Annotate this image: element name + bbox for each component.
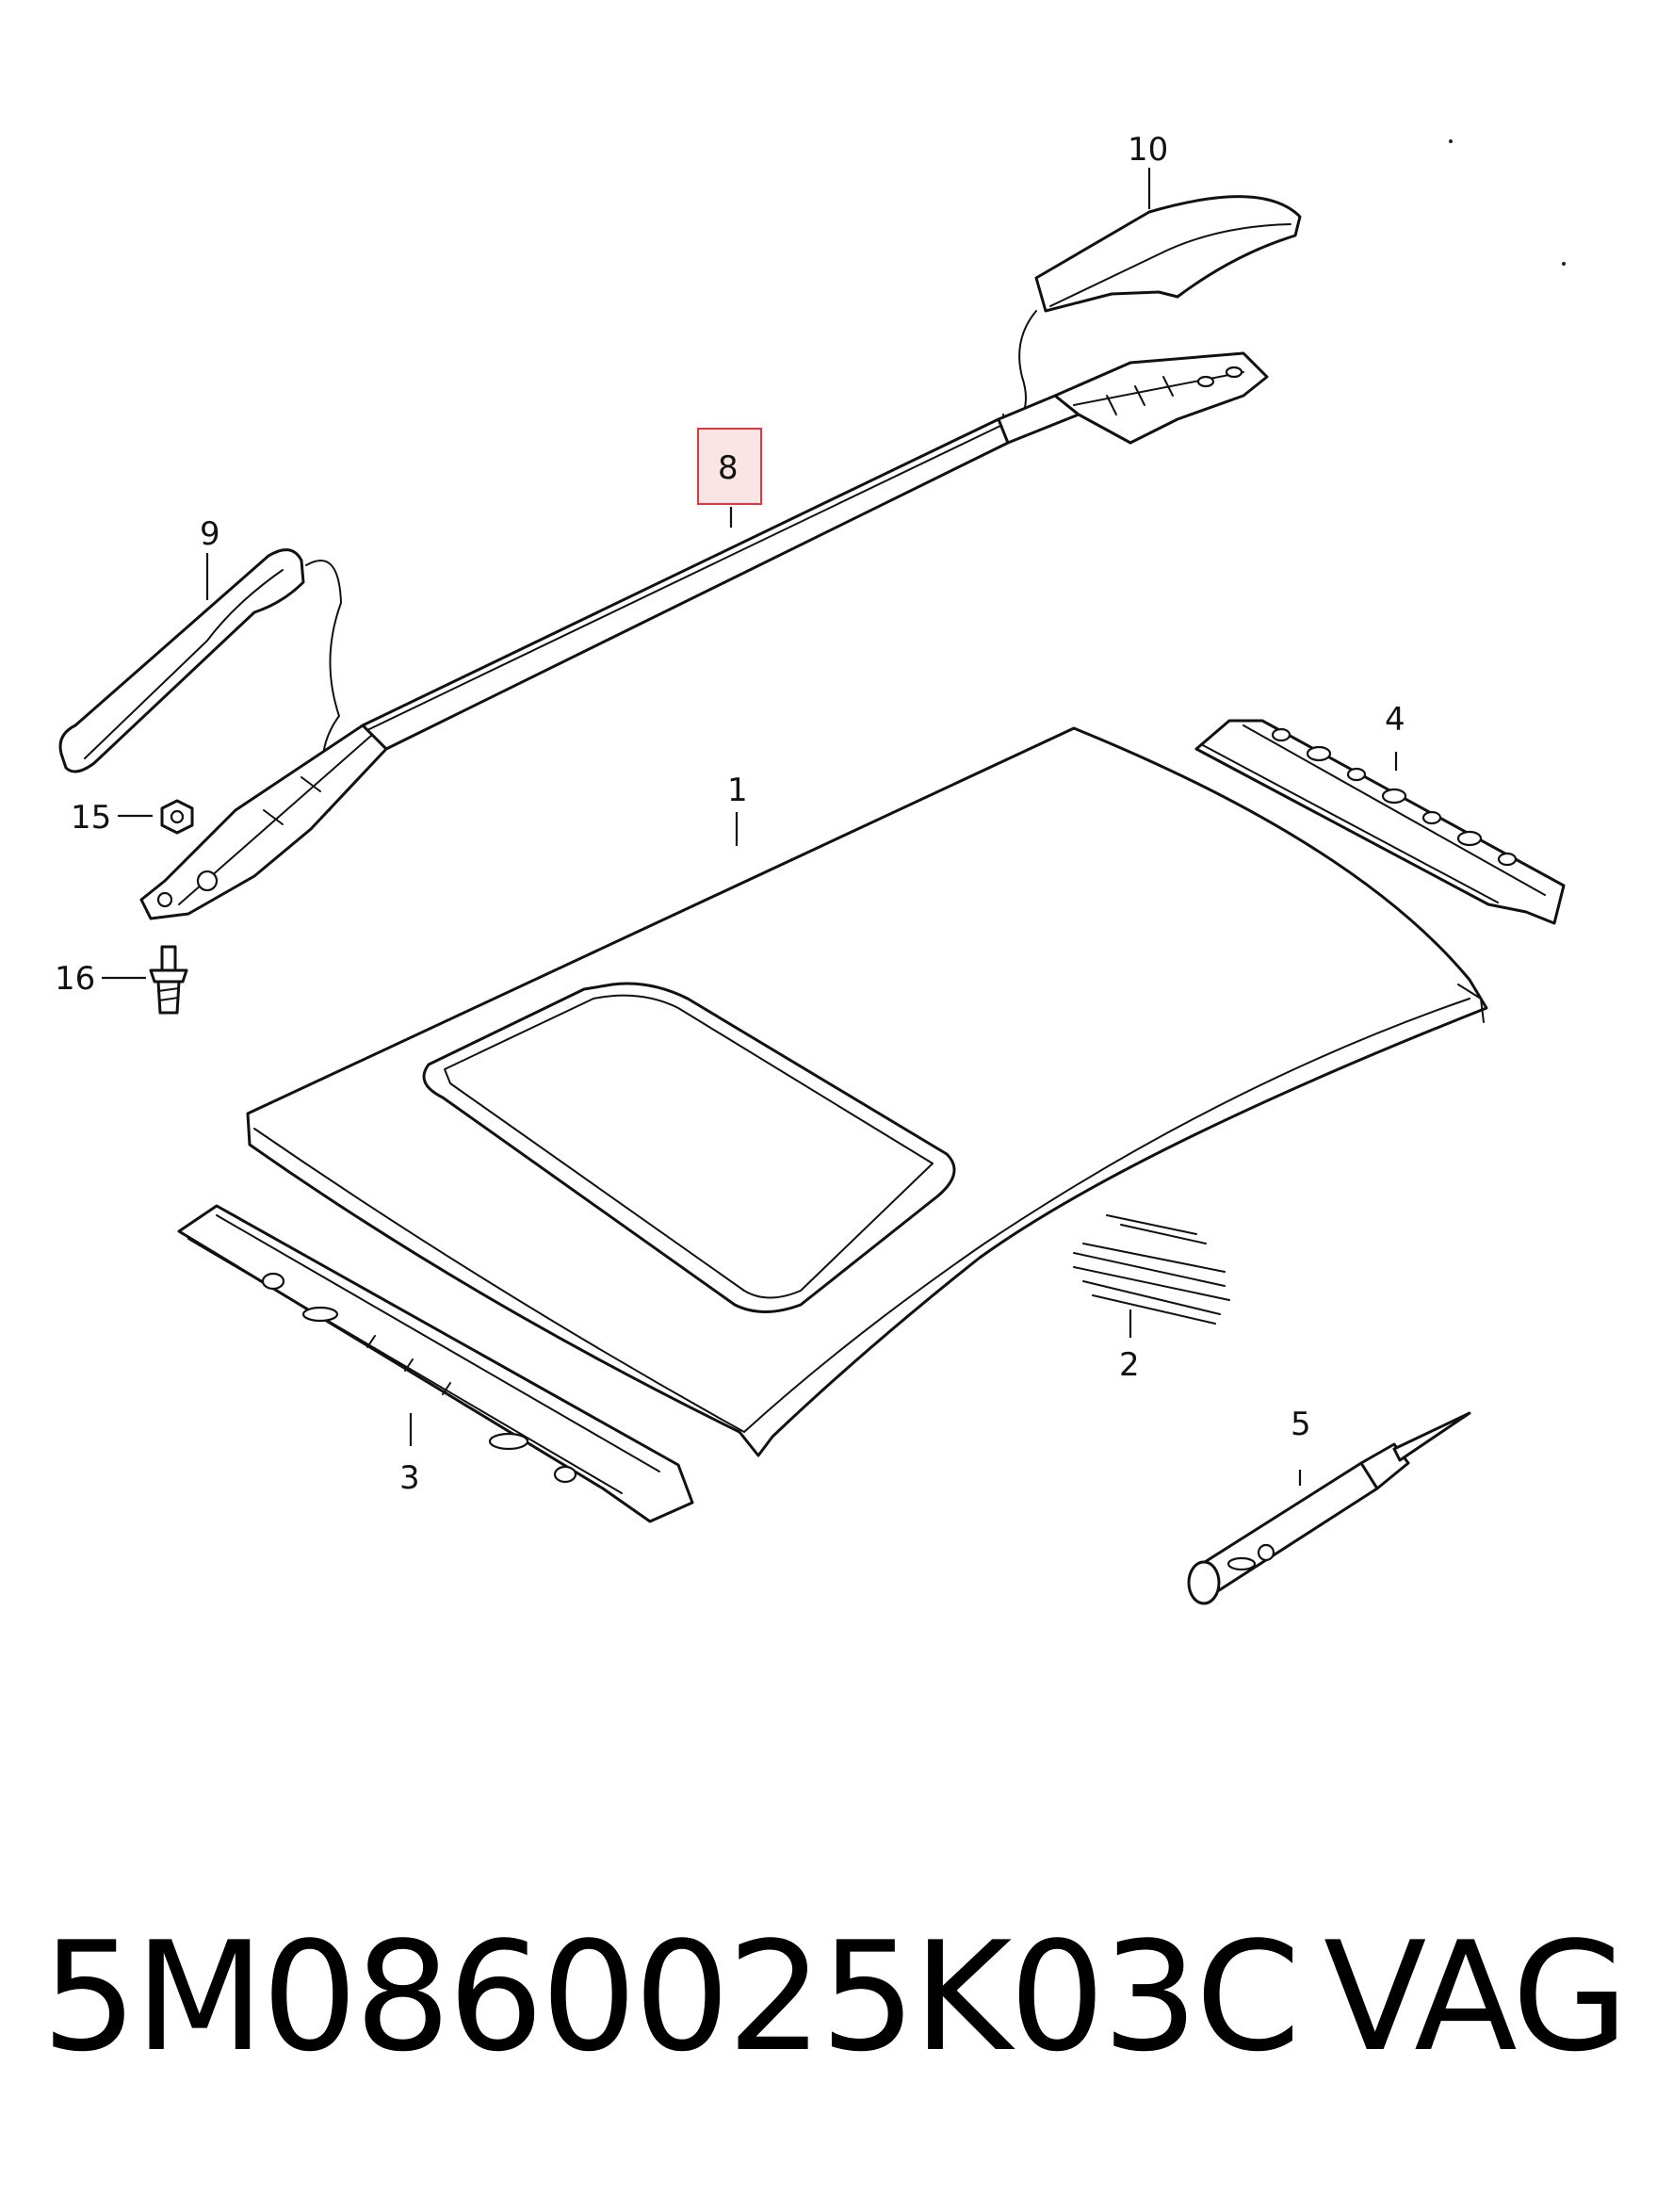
sealant-tube xyxy=(1187,1411,1471,1605)
rear-rail-cover xyxy=(1002,195,1302,432)
front-cross-member xyxy=(177,1204,694,1523)
callout-4: 4 xyxy=(1385,701,1405,739)
roof-rail xyxy=(139,351,1269,920)
callout-16: 16 xyxy=(55,960,95,998)
callout-5: 5 xyxy=(1291,1406,1311,1443)
stray-dot xyxy=(1449,139,1453,143)
callout-9: 9 xyxy=(200,515,220,553)
front-rail-cover xyxy=(58,548,368,811)
callout-labels: 1 2 3 4 5 8 9 10 15 16 xyxy=(55,131,1405,1497)
stud-bolt xyxy=(149,945,188,1015)
callout-15: 15 xyxy=(71,799,111,837)
part-number: 5M0860025K03C xyxy=(41,1909,1301,2085)
callout-10: 10 xyxy=(1128,131,1168,169)
roof-panel xyxy=(246,726,1488,1457)
callout-3: 3 xyxy=(399,1459,420,1497)
hex-nut xyxy=(160,799,194,835)
stray-dot xyxy=(1562,262,1566,266)
callout-8[interactable]: 8 xyxy=(718,449,739,487)
callout-2: 2 xyxy=(1119,1346,1140,1384)
brand-label: VAG xyxy=(1324,1909,1629,2085)
callout-1: 1 xyxy=(727,772,748,809)
sealing-strips xyxy=(1073,1214,1230,1325)
leader-lines xyxy=(102,168,1398,1486)
callout-8-highlight xyxy=(697,428,762,505)
rear-cross-member xyxy=(1194,719,1566,925)
